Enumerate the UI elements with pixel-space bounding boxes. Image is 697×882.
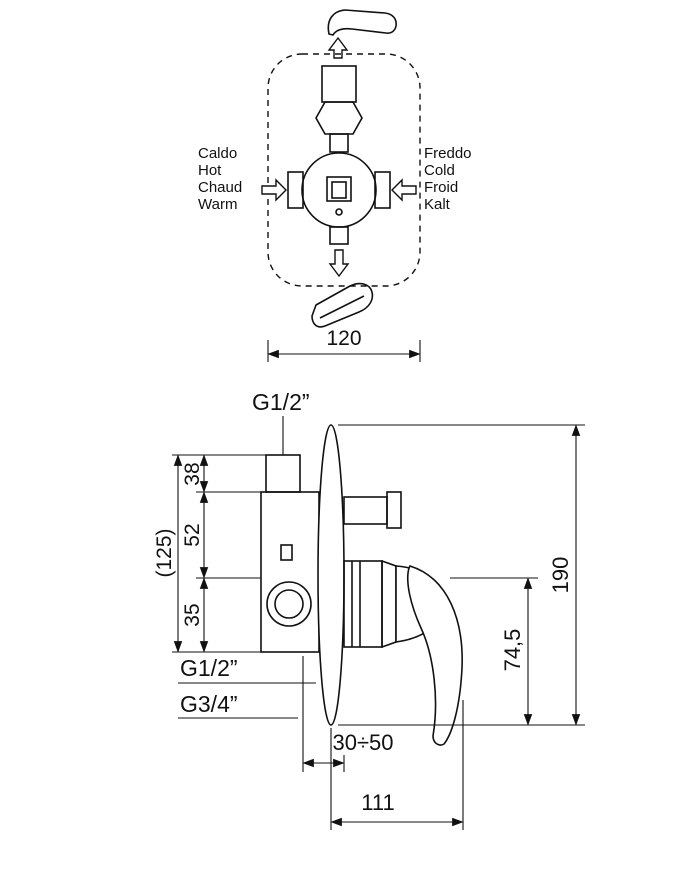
dim-38-label: 38 [181, 462, 204, 485]
dim-190-label: 190 [548, 557, 573, 594]
dim-111-label: 111 [361, 790, 394, 815]
showerhead-outline [311, 282, 374, 328]
dim-wall-label: 30÷50 [332, 730, 393, 755]
cover-plate [317, 424, 345, 726]
hot-label: Chaud [198, 179, 242, 196]
cartridge-sleeve [343, 560, 383, 648]
valve-body-circle [301, 152, 377, 228]
showerhead-face-line [319, 295, 365, 319]
valve-neck [329, 133, 349, 153]
outlet-pipe [343, 496, 388, 525]
valve-hex-nut [315, 101, 363, 135]
spout-outline [327, 9, 397, 36]
body-detail-square [280, 544, 293, 561]
valve-body [260, 491, 320, 653]
dim-35-label: 35 [181, 603, 204, 626]
thread-side-label: G1/2” [180, 655, 238, 681]
dim-125-label: (125) [153, 528, 176, 577]
cold-flow-arrow-icon [391, 178, 417, 202]
valve-cartridge-square [331, 181, 347, 199]
dim-120-label: 120 [326, 327, 361, 350]
thread-top-label: G1/2” [252, 389, 310, 415]
side-port-inner [274, 589, 304, 619]
valve-inner-square [326, 176, 352, 202]
thread-bottom-label: G3/4” [180, 691, 238, 717]
dim-745-label: 74,5 [500, 629, 525, 672]
installation-box-outline [267, 53, 421, 287]
side-port-outer [266, 581, 312, 627]
valve-screw-dot [335, 208, 343, 216]
cold-label: Kalt [424, 196, 451, 213]
hot-flow-arrow-icon [261, 178, 287, 202]
hot-inlet-stub [287, 171, 304, 209]
cold-label: Froid [424, 179, 458, 196]
outlet-pipe-cap [386, 491, 402, 529]
hot-label: Hot [198, 162, 222, 179]
top-view: Caldo Hot Chaud Warm Freddo Cold Froid K… [198, 9, 472, 362]
handle-lever [406, 565, 463, 746]
flow-down-arrow-icon [328, 249, 350, 278]
cold-label: Cold [424, 162, 455, 179]
cold-label: Freddo [424, 145, 472, 162]
hot-label: Caldo [198, 145, 237, 162]
cold-inlet-stub [374, 171, 391, 209]
side-view: G1/2” 38 52 35 (125) [153, 389, 585, 830]
valve-bottom-port [329, 226, 349, 245]
hot-label: Warm [198, 196, 237, 213]
dim-52-label: 52 [181, 523, 204, 546]
inlet-pipe-top [265, 454, 301, 493]
sleeve-cone [381, 559, 397, 649]
flow-up-arrow-icon [327, 36, 349, 59]
valve-top-port [321, 65, 357, 103]
